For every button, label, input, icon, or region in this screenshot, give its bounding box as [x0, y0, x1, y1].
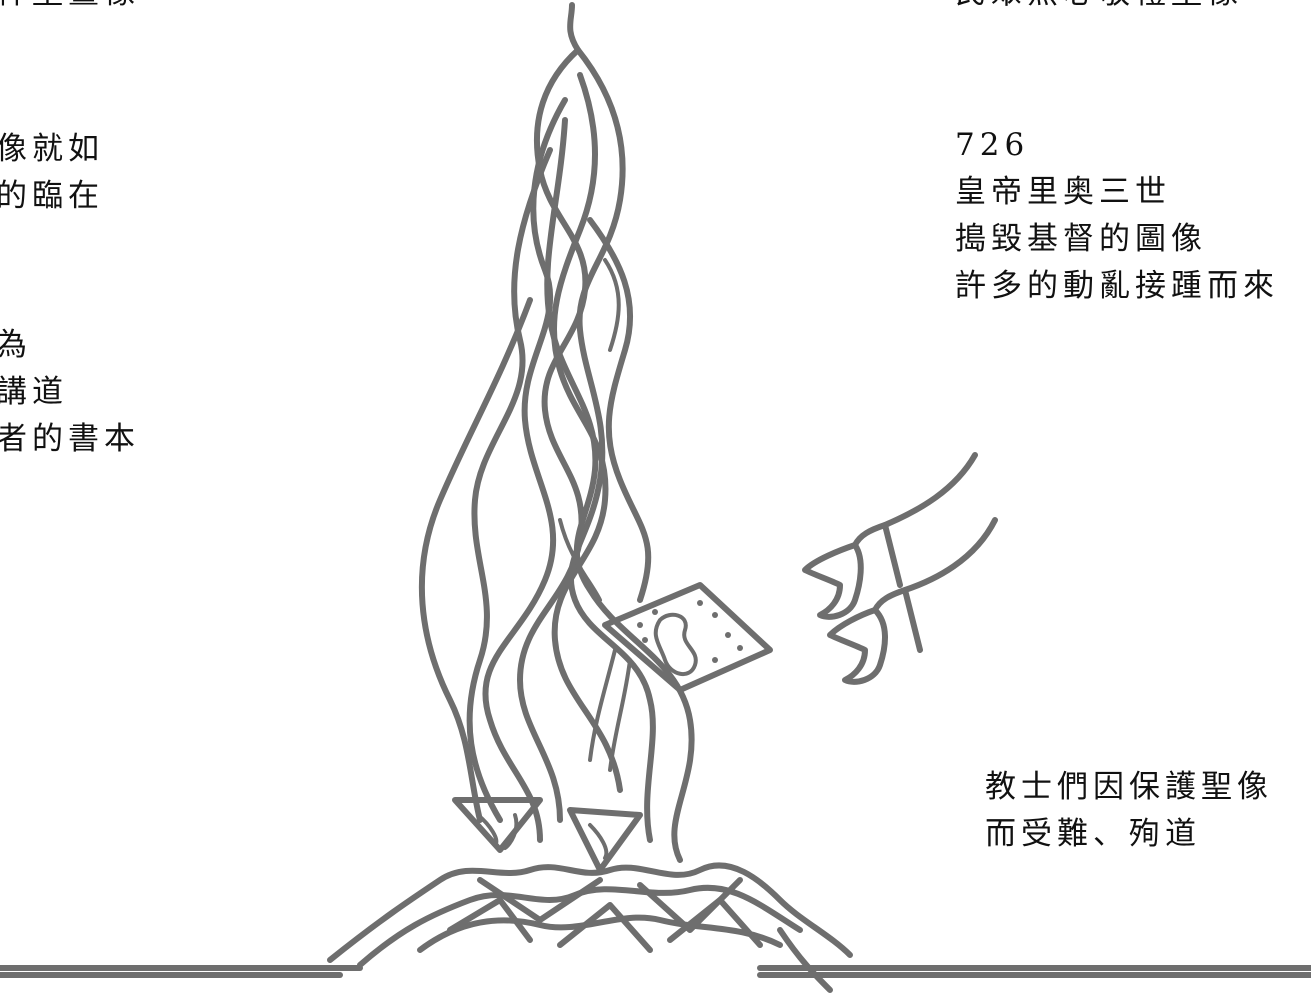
text-icon-as-book: 像為 的講道 盲者的書本 [0, 322, 140, 463]
text-line: 聖像就如 [0, 131, 104, 167]
text-line: 許多的動亂接踵而來 [955, 268, 1279, 304]
text-line: 神的臨在 [0, 178, 104, 214]
text-clergy-martyrdom: 教士們因保護聖像 而受難、殉道 [985, 764, 1273, 858]
hammer-hands-icon [802, 452, 998, 685]
text-line: 而受難、殉道 [985, 816, 1201, 852]
text-line: 民眾熱心敬禮聖像 [955, 0, 1243, 17]
text-year: 726 [955, 127, 1030, 163]
broken-icons-pile-icon [327, 797, 853, 993]
text-line: 的講道 [0, 374, 68, 410]
text-line: 搗毀基督的圖像 [955, 221, 1207, 257]
text-iconoclasm-726: 726 皇帝里奥三世 搗毀基督的圖像 許多的動亂接踵而來 [955, 122, 1279, 310]
text-line: 皇帝里奥三世 [955, 174, 1171, 210]
falling-icon-drawing [602, 582, 773, 693]
text-line: 盲者的書本 [0, 421, 140, 457]
text-line: ．神聖畫像 [0, 0, 140, 17]
ground-line-icon [0, 965, 1311, 978]
text-icon-as-presence: 聖像就如 神的臨在 [0, 126, 104, 220]
text-line: 像為 [0, 327, 32, 363]
flame-drawing-icon [418, 2, 695, 863]
heading-holy-images: ．神聖畫像 [0, 0, 140, 17]
text-veneration: 民眾熱心敬禮聖像 [955, 0, 1243, 17]
text-line: 教士們因保護聖像 [985, 769, 1273, 805]
